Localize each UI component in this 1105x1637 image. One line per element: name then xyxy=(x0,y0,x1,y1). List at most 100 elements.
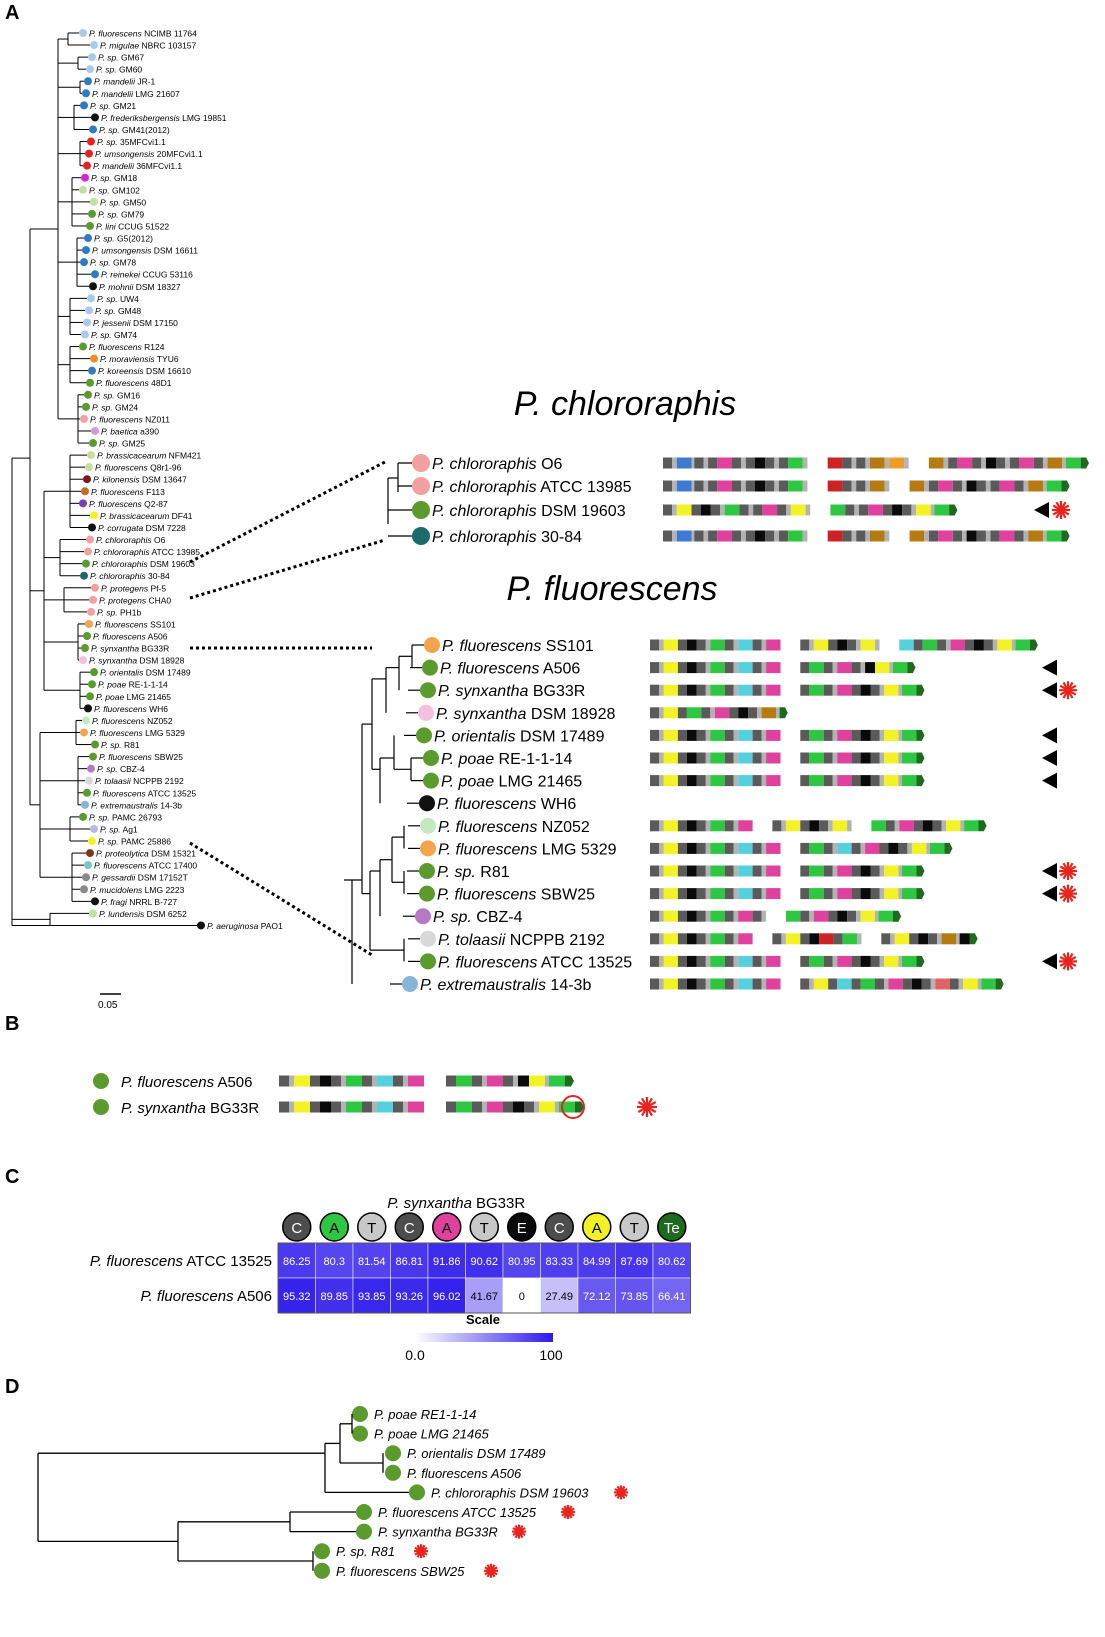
gene-block xyxy=(800,684,810,696)
gene-block xyxy=(696,842,706,854)
gene-block xyxy=(686,842,697,854)
tree-leaf-label: P. fluorescens A506 xyxy=(93,632,168,642)
gene-block xyxy=(724,662,734,674)
arrowhead-marker xyxy=(1042,953,1057,970)
gene-block xyxy=(696,865,706,877)
gene-block xyxy=(928,457,944,469)
gene-block xyxy=(842,933,857,945)
strain-node xyxy=(418,704,434,721)
gene-block xyxy=(663,820,678,832)
gene-block xyxy=(1047,457,1063,469)
gene-block xyxy=(289,1101,294,1113)
gene-terminal-arrow xyxy=(893,910,902,922)
gene-block xyxy=(686,752,697,764)
domain-letter: A xyxy=(592,1220,602,1237)
tree-leaf-label: P. sp. GM50 xyxy=(100,197,146,207)
gene-block xyxy=(703,457,709,469)
tree-leaf-label: P. chlororaphis ATCC 13985 xyxy=(94,547,200,557)
gene-block xyxy=(761,729,767,741)
gene-block xyxy=(778,480,789,492)
gene-block xyxy=(884,865,899,877)
gene-terminal-arrow xyxy=(1061,530,1070,542)
gene-block xyxy=(930,504,935,516)
gene-block xyxy=(860,775,871,787)
tree-leaf-label: P. synxantha BG33R xyxy=(91,644,169,654)
gene-block xyxy=(909,933,919,945)
strain-node xyxy=(415,908,431,925)
gene-block xyxy=(790,504,806,516)
gene-block xyxy=(766,752,781,764)
gene-block xyxy=(705,684,711,696)
tree-leaf-label: P. sp. 35MFCvi1.1 xyxy=(97,137,166,147)
tree-leaf-node xyxy=(79,812,87,821)
heatmap-cell xyxy=(277,1277,316,1314)
tree-leaf-node xyxy=(85,149,93,158)
gene-block xyxy=(776,707,780,719)
gene-block xyxy=(865,530,870,542)
gene-block xyxy=(745,530,755,542)
gene-block xyxy=(909,530,925,542)
gene-block xyxy=(924,480,929,492)
gene-block xyxy=(748,707,758,719)
gene-block xyxy=(677,842,687,854)
gene-block xyxy=(902,865,917,877)
gene-block xyxy=(879,752,884,764)
tree-leaf-node xyxy=(86,221,94,230)
tree-leaf-node xyxy=(91,897,99,906)
tree-leaf-node xyxy=(87,764,95,773)
gene-block xyxy=(974,639,984,651)
gene-block xyxy=(294,1075,310,1087)
strain-label: P. fluorescens ATCC 13525 xyxy=(438,954,632,971)
gene-block xyxy=(710,684,725,696)
heatmap-cell-value: 96.02 xyxy=(433,1291,461,1303)
asterisk-stroke xyxy=(1059,888,1077,900)
gene-block xyxy=(686,978,697,990)
gene-block xyxy=(788,457,803,469)
gene-block xyxy=(677,639,687,651)
tree-leaf-node xyxy=(81,330,89,339)
leaf-label: P. fluorescens A506 xyxy=(407,1466,522,1481)
gene-block xyxy=(832,775,838,787)
heatmap-cell-value: 80.95 xyxy=(508,1256,536,1268)
tree-leaf-label: P. corrugata DSM 7228 xyxy=(98,523,186,533)
gene-terminal-arrow xyxy=(779,707,788,719)
gene-block xyxy=(847,639,857,651)
gene-block xyxy=(832,684,838,696)
strain-node xyxy=(412,477,430,495)
gene-block xyxy=(884,480,890,492)
gene-block xyxy=(778,457,789,469)
panel-label-d: D xyxy=(5,1376,20,1398)
gene-block xyxy=(761,888,767,900)
heatmap-cell-value: 93.85 xyxy=(358,1291,386,1303)
gene-block xyxy=(1046,530,1062,542)
leaf-node xyxy=(352,1425,368,1442)
strain-label: P. synxantha DSM 18928 xyxy=(436,706,615,723)
gene-block xyxy=(1062,457,1066,469)
tree-leaf-node xyxy=(197,921,205,930)
gene-block xyxy=(875,639,880,651)
gene-block xyxy=(761,865,767,877)
gene-block xyxy=(738,933,753,945)
tree-leaf-node xyxy=(80,571,88,580)
gene-terminal-arrow xyxy=(575,1101,584,1113)
gene-block xyxy=(809,955,824,967)
gene-block xyxy=(724,933,734,945)
gene-block xyxy=(902,684,917,696)
gene-block xyxy=(851,888,861,900)
tree-leaf-label: P. sp. GM48 xyxy=(95,306,141,316)
gene-block xyxy=(650,820,659,832)
gene-block xyxy=(757,707,762,719)
strain-node xyxy=(93,1073,109,1089)
gene-block xyxy=(1023,530,1029,542)
tree-leaf-label: P. sp. GM21 xyxy=(90,101,136,111)
strain-label: P. chlororaphis DSM 19603 xyxy=(432,503,626,520)
gene-block xyxy=(845,504,855,516)
strain-node xyxy=(419,795,435,812)
gene-block xyxy=(761,707,776,719)
gene-block xyxy=(710,910,725,922)
gene-block xyxy=(752,842,762,854)
gene-block xyxy=(456,1101,472,1113)
gene-block xyxy=(650,662,659,674)
tree-leaf-label: P. fluorescens Q8r1-96 xyxy=(95,463,182,473)
strain-node xyxy=(424,637,440,653)
